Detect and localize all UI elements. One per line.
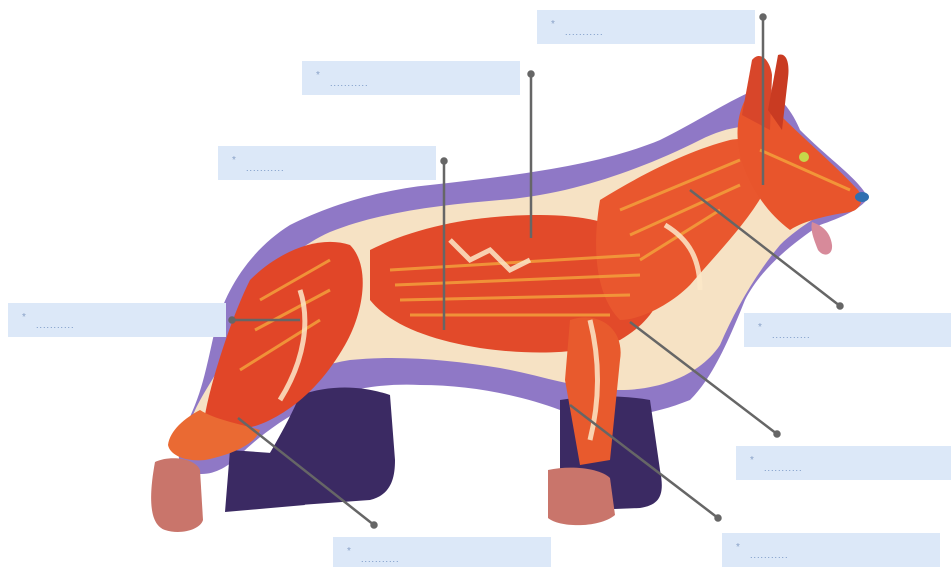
- label-box-6[interactable]: * ...........: [736, 446, 951, 480]
- label-marker: *: [736, 542, 740, 553]
- label-marker: *: [347, 546, 351, 557]
- label-marker: *: [22, 312, 26, 323]
- label-placeholder: ...........: [750, 550, 789, 560]
- label-placeholder: ...........: [246, 163, 285, 173]
- label-placeholder: ...........: [36, 320, 75, 330]
- front-paw: [548, 468, 615, 526]
- label-placeholder: ...........: [764, 463, 803, 473]
- label-placeholder: ...........: [772, 330, 811, 340]
- nose: [855, 192, 869, 202]
- label-marker: *: [316, 70, 320, 81]
- label-box-1[interactable]: * ...........: [537, 10, 755, 44]
- tongue: [811, 222, 832, 255]
- label-marker: *: [750, 455, 754, 466]
- label-placeholder: ...........: [330, 78, 369, 88]
- label-box-8[interactable]: * ...........: [333, 537, 551, 567]
- label-marker: *: [758, 322, 762, 333]
- label-marker: *: [232, 155, 236, 166]
- label-box-5[interactable]: * ...........: [744, 313, 951, 347]
- eye: [799, 152, 809, 162]
- hind-paw: [151, 458, 203, 532]
- label-marker: *: [551, 19, 555, 30]
- label-box-4[interactable]: * ...........: [8, 303, 226, 337]
- label-box-3[interactable]: * ...........: [218, 146, 436, 180]
- label-box-7[interactable]: * ...........: [722, 533, 940, 567]
- label-placeholder: ...........: [361, 554, 400, 564]
- label-placeholder: ...........: [565, 27, 604, 37]
- label-box-2[interactable]: * ...........: [302, 61, 520, 95]
